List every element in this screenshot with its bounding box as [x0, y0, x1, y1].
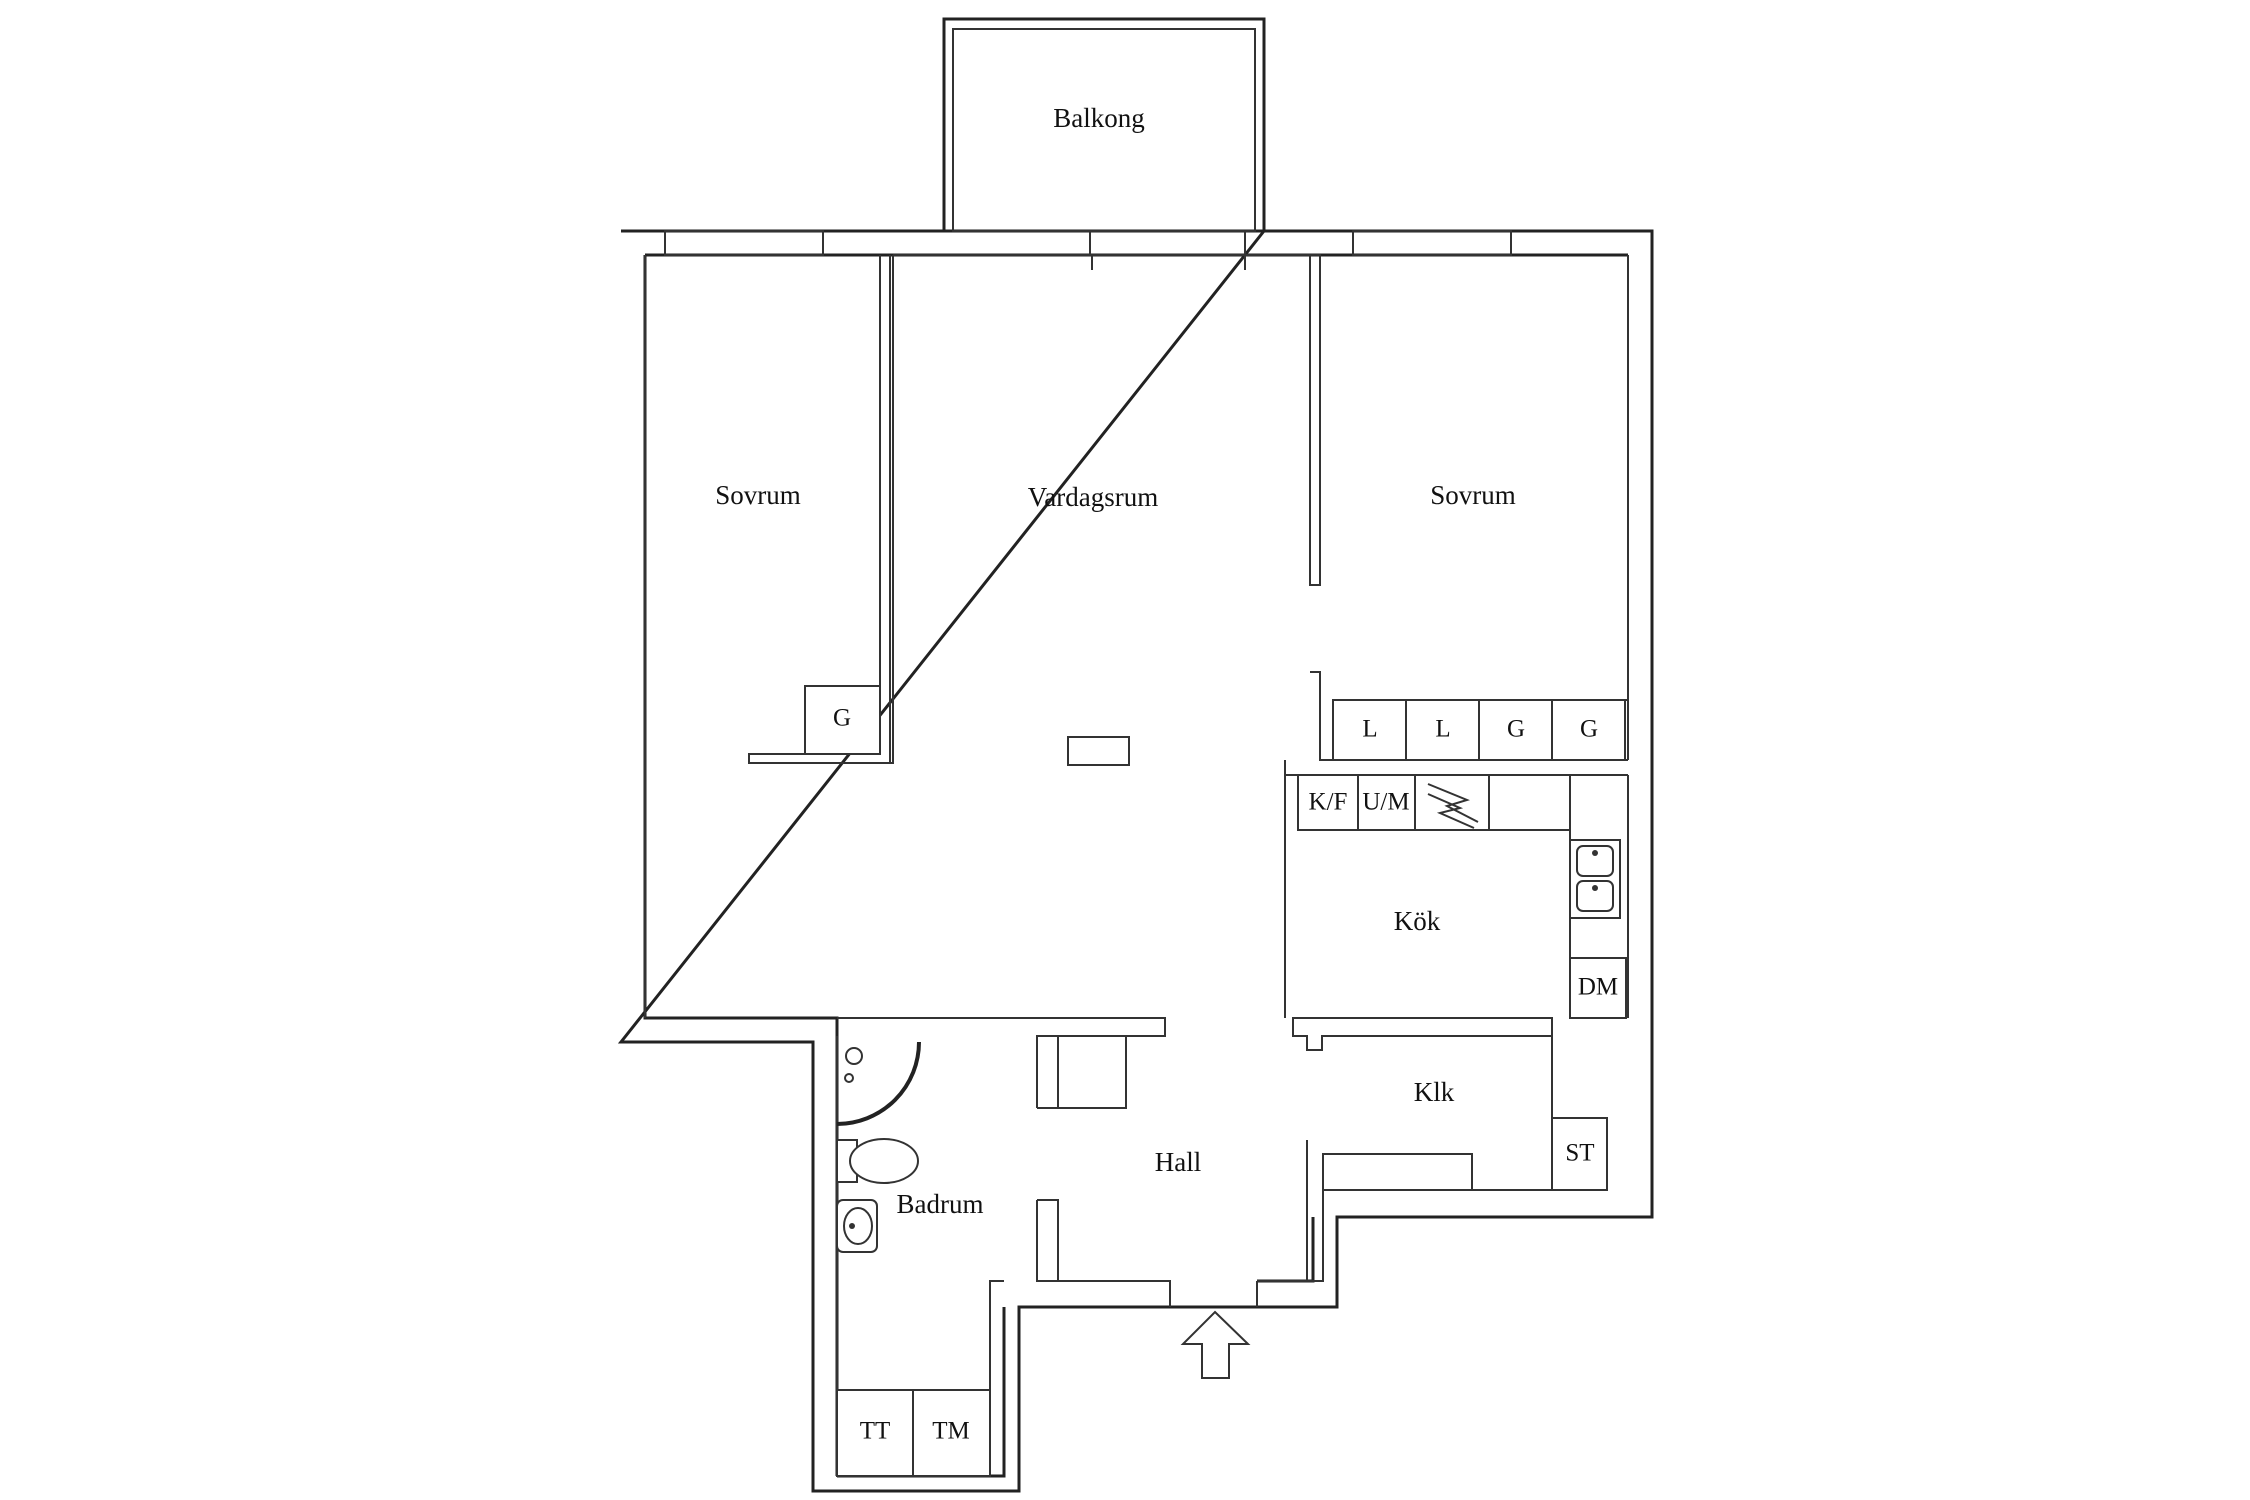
wardrobe-bedroom-left-label: G — [833, 705, 851, 732]
wardrobe-1-label: L — [1362, 716, 1377, 743]
fireplace — [1067, 736, 1130, 766]
closet-shelf — [1322, 1153, 1473, 1191]
hall-label: Hall — [1155, 1147, 1202, 1177]
closet-label: Klk — [1414, 1077, 1455, 1107]
dryer-label: TT — [860, 1418, 891, 1445]
wardrobe-3-label: G — [1507, 716, 1525, 743]
entrance-arrow-icon — [1180, 1310, 1251, 1379]
fridge-freezer-label: K/F — [1309, 789, 1348, 816]
living-room — [1067, 254, 1321, 766]
hall-walls — [837, 1017, 1608, 1307]
wardrobe-bedroom-left — [804, 685, 881, 755]
wardrobe-2-label: L — [1435, 716, 1450, 743]
shower-icon — [836, 1041, 921, 1126]
storage-label: ST — [1565, 1140, 1594, 1167]
bedroom-right-walls — [1310, 255, 1629, 761]
bedroom-left-walls — [644, 254, 1246, 1018]
wardrobe-4 — [1551, 699, 1626, 761]
dishwasher-label: DM — [1578, 974, 1618, 1001]
living-room-label: Vardagsrum — [1028, 482, 1158, 512]
dryer — [836, 1389, 914, 1477]
outer-walls — [617, 229, 1654, 1493]
windows — [664, 230, 1512, 256]
bathroom — [836, 1036, 1004, 1477]
hall-closet-box — [1057, 1035, 1127, 1109]
bedroom-right-label: Sovrum — [1430, 480, 1516, 510]
bedroom-left-label: Sovrum — [715, 480, 801, 510]
balcony-label: Balkong — [1053, 103, 1145, 133]
storage — [1551, 1117, 1608, 1191]
wardrobe-2 — [1405, 699, 1480, 761]
washing-machine — [912, 1389, 991, 1477]
kitchen — [1284, 760, 1629, 1019]
dishwasher — [1569, 957, 1627, 1019]
wardrobe-4-label: G — [1580, 716, 1598, 743]
oven-microwave-label: U/M — [1362, 789, 1409, 816]
wardrobe-3 — [1478, 699, 1553, 761]
wardrobe-1 — [1332, 699, 1407, 761]
kitchen-label: Kök — [1394, 906, 1441, 936]
washing-machine-label: TM — [932, 1418, 970, 1445]
bathroom-label: Badrum — [897, 1189, 984, 1219]
toilet-icon — [849, 1138, 919, 1184]
